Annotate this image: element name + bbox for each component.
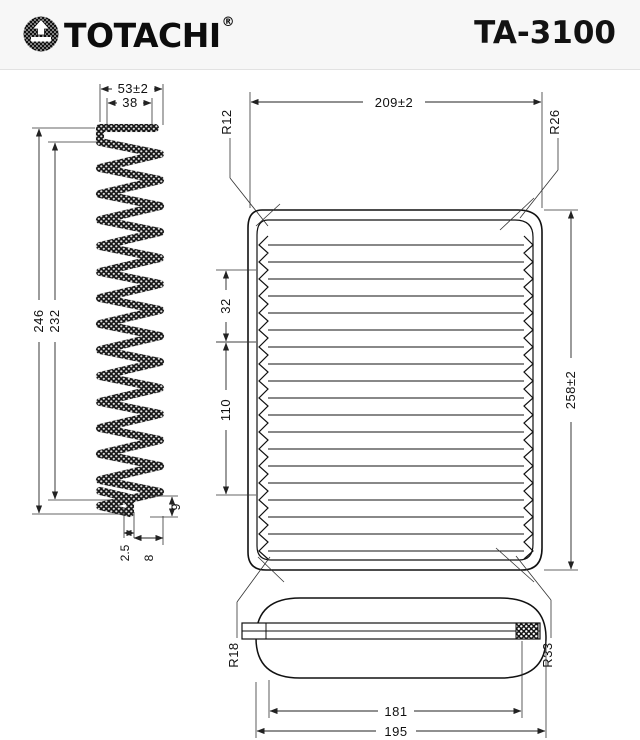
dim-label-195: 195	[384, 724, 407, 739]
radius-callout-r33: R33	[495, 547, 555, 668]
pleat-media-path	[95, 123, 165, 518]
dim-side-outer-height: 246	[31, 127, 125, 515]
drawing-svg: 53±2 38 246 232	[31, 81, 580, 739]
side-view-group: 53±2 38 246 232	[31, 81, 183, 561]
app-header: TOTACHI® TA-3100	[0, 0, 640, 70]
radius-callout-r12: R12	[219, 109, 281, 227]
pleat-field	[258, 235, 534, 560]
filter-outer-frame	[247, 209, 543, 571]
dim-label-232: 232	[47, 309, 62, 332]
radius-callout-r26: R26	[499, 109, 562, 231]
bottom-view-group: 181 195	[241, 597, 547, 739]
dim-side-inner-width: 38	[106, 95, 153, 130]
radius-callouts: R12 R26 R18 R33	[219, 109, 562, 667]
pleat-edge-right	[523, 235, 534, 560]
dim-label-r33: R33	[540, 642, 555, 667]
brand-logo-group: TOTACHI®	[22, 12, 235, 56]
dim-label-246: 246	[31, 309, 46, 332]
dim-label-r26: R26	[547, 109, 562, 134]
dim-bottom-inner: 181	[268, 641, 523, 719]
dim-label-32: 32	[218, 298, 233, 313]
brand-name-text: TOTACHI	[64, 16, 221, 55]
dim-label-258: 258±2	[563, 371, 578, 410]
part-number-label: TA-3100	[474, 15, 616, 51]
dim-side-small-group: 2.5 8 9	[118, 495, 183, 561]
dim-label-181: 181	[384, 704, 407, 719]
front-view-group: 209±2 258±2 32 110	[216, 92, 580, 668]
bottom-seal-band	[241, 622, 541, 640]
dim-label-r12: R12	[219, 109, 234, 134]
dim-label-209: 209±2	[375, 95, 414, 110]
pleat-edge-left	[258, 235, 269, 560]
dim-bottom-outer: 195	[255, 641, 547, 739]
filter-inner-frame	[256, 219, 534, 561]
dim-label-2-5: 2.5	[118, 544, 132, 561]
totachi-circular-logo-icon	[22, 15, 60, 53]
dim-label-38: 38	[122, 95, 137, 110]
bottom-oval-outline	[255, 597, 547, 679]
dim-label-r18: R18	[226, 642, 241, 667]
dim-side-inner-height: 232	[47, 141, 125, 501]
dim-front-height: 258±2	[544, 209, 580, 571]
radius-callout-r18: R18	[226, 556, 285, 668]
dim-label-9: 9	[169, 503, 183, 510]
dim-front-pitch-110: 110	[216, 341, 256, 496]
technical-drawing-canvas: 53±2 38 246 232	[0, 70, 640, 740]
dim-label-8: 8	[142, 554, 156, 561]
brand-name: TOTACHI®	[64, 13, 235, 55]
bottom-seal-texture-block	[515, 622, 539, 640]
dim-side-outer-width: 53±2	[99, 81, 164, 125]
dim-front-width: 209±2	[249, 92, 543, 208]
dim-label-53: 53±2	[118, 81, 149, 96]
registered-trademark-icon: ®	[221, 15, 235, 30]
dim-label-110: 110	[218, 399, 233, 421]
dim-front-pitch-32: 32	[216, 269, 256, 343]
